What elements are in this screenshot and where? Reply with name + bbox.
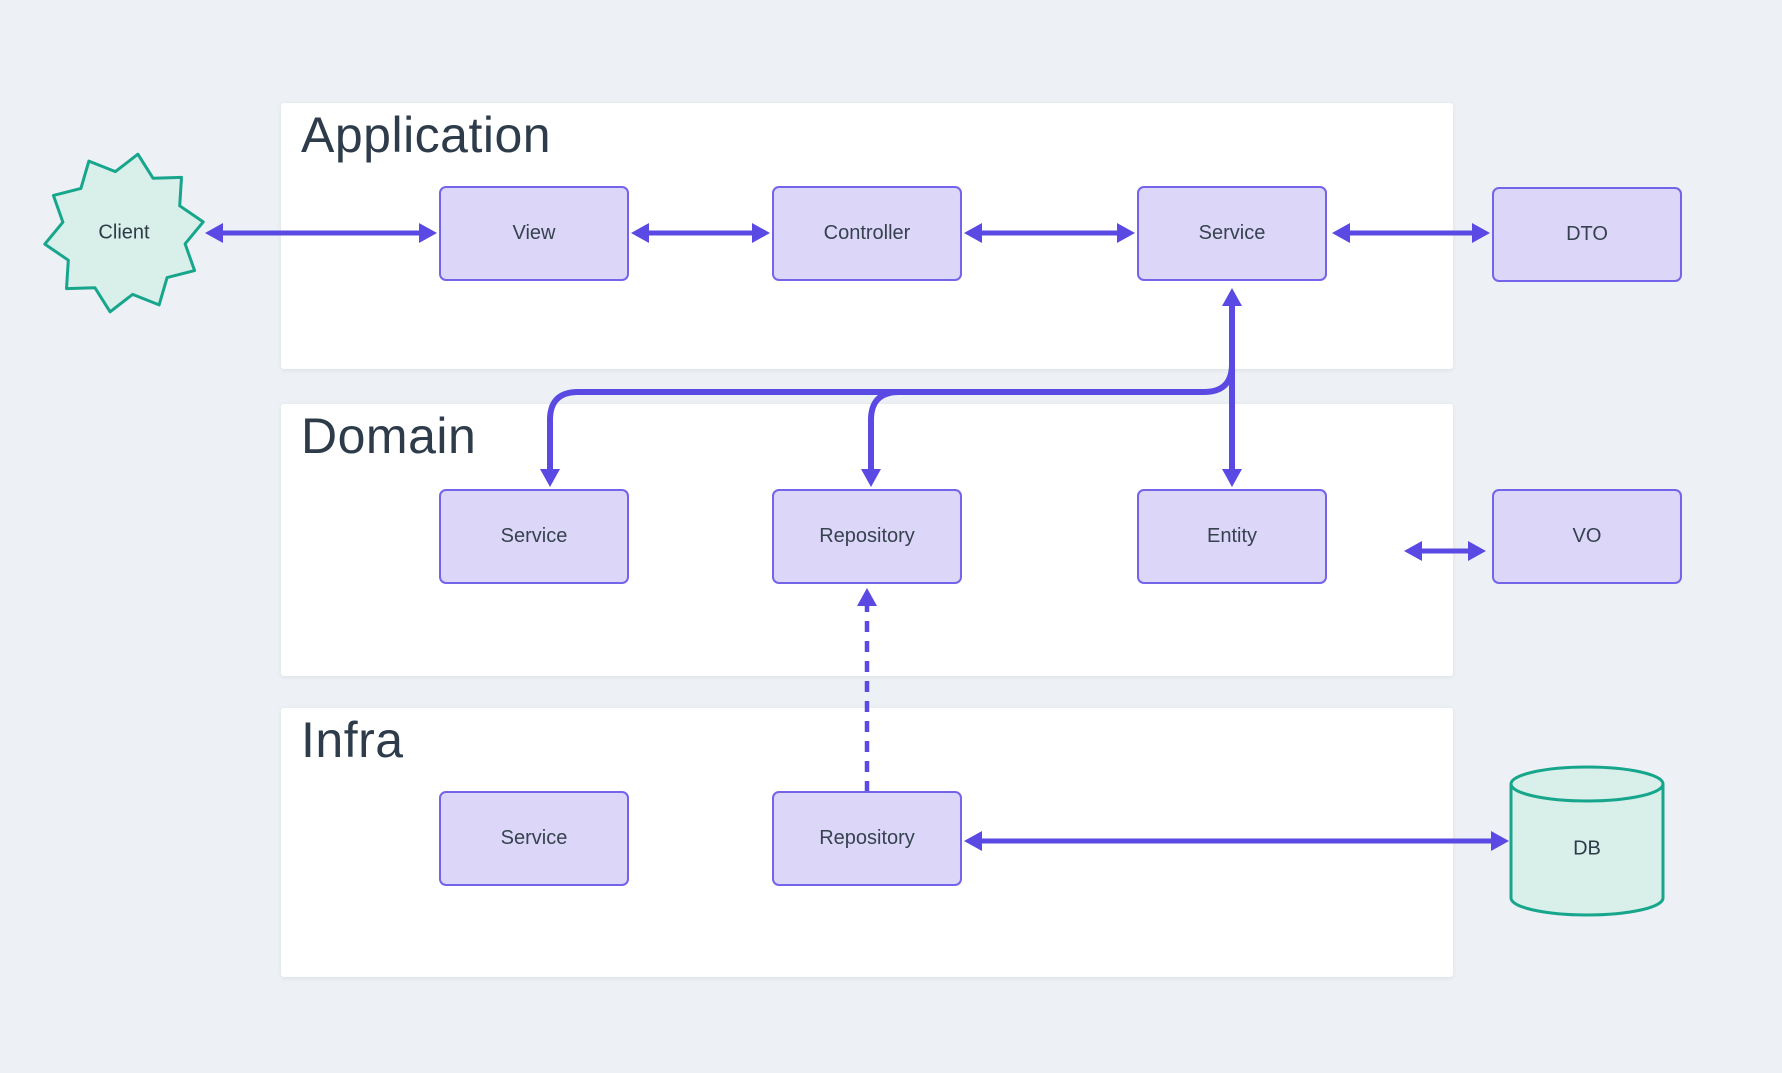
node-domain-repository: Repository xyxy=(772,489,962,584)
domain-layer-title: Domain xyxy=(301,408,477,464)
node-infra-service: Service xyxy=(439,791,629,886)
infra-layer-title: Infra xyxy=(301,712,404,768)
node-domain-service: Service xyxy=(439,489,629,584)
node-app-view: View xyxy=(439,186,629,281)
node-domain-entity: Entity xyxy=(1137,489,1327,584)
node-app-service: Service xyxy=(1137,186,1327,281)
node-dto: DTO xyxy=(1492,187,1682,282)
node-vo: VO xyxy=(1492,489,1682,584)
client-label: Client xyxy=(98,221,150,244)
db-label: DB xyxy=(1573,837,1601,860)
application-layer-title: Application xyxy=(301,107,552,163)
node-infra-repository: Repository xyxy=(772,791,962,886)
node-app-controller: Controller xyxy=(772,186,962,281)
